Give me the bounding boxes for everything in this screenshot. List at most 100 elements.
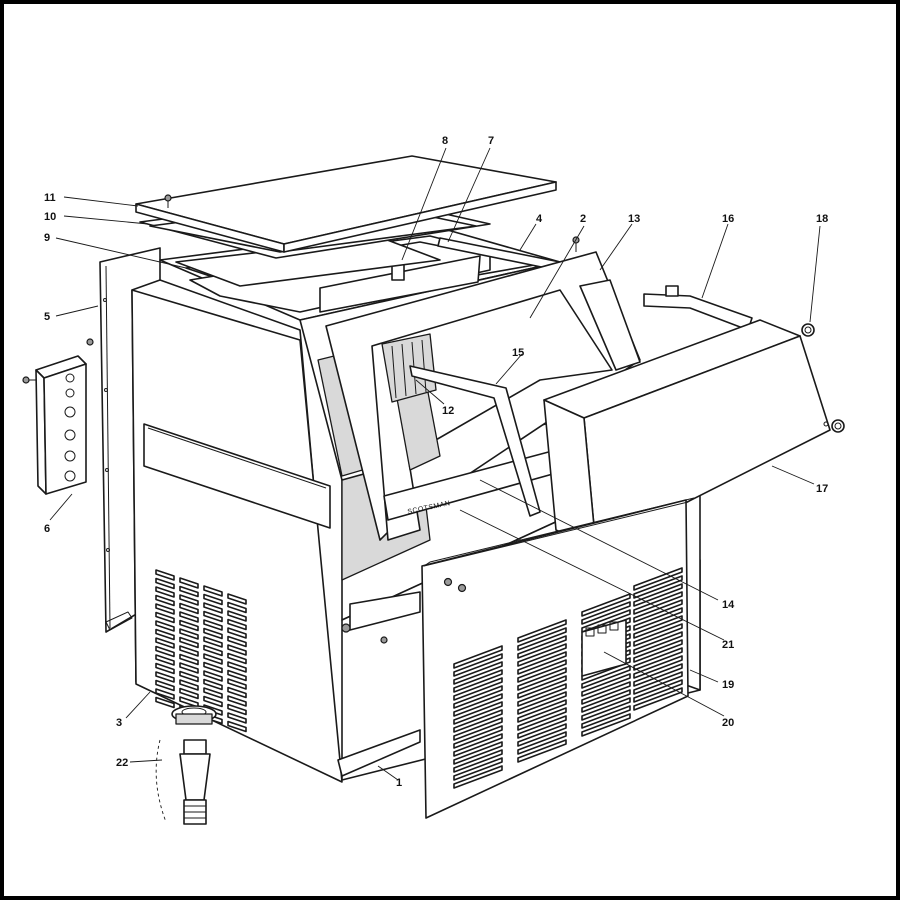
louver-slat (203, 687, 223, 699)
louver-slat (203, 619, 223, 631)
louver-slat (453, 701, 503, 725)
louver-slat (581, 593, 631, 617)
callout-5: 5 (44, 311, 50, 323)
callout-20: 20 (722, 717, 734, 729)
louver-slat (581, 673, 631, 697)
louver-slat (155, 603, 175, 615)
louver-slat (633, 687, 683, 711)
louver-slat (517, 691, 567, 715)
louver-slat (581, 609, 631, 633)
louver-slat (517, 635, 567, 659)
louver-slat (179, 636, 199, 649)
side-louvers (155, 569, 247, 733)
louver-slat (517, 627, 567, 651)
louver-slat (155, 620, 175, 632)
louver-slat (517, 659, 567, 683)
louver-slat (453, 749, 503, 773)
louver-slat (517, 699, 567, 723)
callout-17: 17 (816, 483, 828, 495)
louver-slat (517, 643, 567, 667)
louver-slat (633, 647, 683, 671)
louver-slat (633, 639, 683, 663)
louver-slat (203, 636, 223, 648)
louver-slat (517, 651, 567, 675)
louver-slat (155, 679, 175, 692)
part-17-door (543, 319, 831, 549)
louver-slat (581, 705, 631, 729)
louver-slat (453, 765, 503, 789)
leader-lines (49, 147, 821, 781)
louver-slat (517, 619, 567, 643)
callout-4: 4 (536, 213, 543, 225)
louver-slat (633, 655, 683, 679)
louver-slat (155, 628, 175, 641)
callout-10: 10 (44, 211, 56, 223)
louver-slat (155, 611, 175, 624)
callout-8: 8 (442, 135, 448, 147)
louver-slat (179, 577, 199, 589)
callout-15: 15 (512, 347, 524, 359)
louver-slat (517, 675, 567, 699)
louver-slat (227, 661, 247, 673)
part-16-hinge-rail (643, 285, 753, 331)
louver-slat (155, 654, 175, 666)
louver-slat (155, 645, 175, 658)
louver-slat (453, 725, 503, 749)
louver-slat (227, 703, 247, 716)
louver-slat (227, 686, 247, 699)
louver-slat (581, 713, 631, 737)
louver-slat (179, 602, 199, 615)
louver-slat (517, 667, 567, 691)
louver-slat (453, 693, 503, 717)
callout-11: 11 (44, 192, 56, 204)
louver-slat (633, 631, 683, 655)
louver-slat (203, 627, 223, 640)
front-louvers (453, 567, 683, 789)
louver-slat (179, 679, 199, 691)
louver-slat (633, 575, 683, 599)
louver-slat (581, 689, 631, 713)
louver-slat (155, 594, 175, 607)
louver-slat (227, 593, 247, 605)
louver-slat (155, 586, 175, 598)
louver-slat (453, 733, 503, 757)
louver-slat (179, 585, 199, 598)
louver-slat (517, 731, 567, 755)
louver-slat (203, 695, 223, 708)
louver-slat (581, 665, 631, 689)
louver-slat (155, 569, 175, 581)
louver-slat (453, 709, 503, 733)
louver-slat (227, 669, 247, 682)
louver-slat (453, 661, 503, 685)
louver-slat (179, 628, 199, 640)
louver-slat (227, 678, 247, 690)
louver-slat (203, 661, 223, 674)
louver-slat (203, 610, 223, 623)
callout-labels: 1 2 3 4 5 6 7 8 9 10 11 12 13 14 15 16 1… (44, 135, 828, 789)
callout-14: 14 (722, 599, 735, 611)
louver-slat (155, 671, 175, 683)
louver-slat (179, 653, 199, 666)
louver-slat (633, 623, 683, 647)
louver-slat (155, 662, 175, 675)
louver-slat (633, 615, 683, 639)
louver-slat (227, 695, 247, 707)
louver-slat (633, 679, 683, 703)
callout-3: 3 (116, 717, 122, 729)
louver-slat (203, 593, 223, 606)
louver-slat (453, 677, 503, 701)
callout-13: 13 (628, 213, 640, 225)
louver-slat (633, 671, 683, 695)
louver-slat (155, 577, 175, 590)
part-19-front-panel (421, 497, 695, 819)
louver-slat (155, 696, 175, 709)
louver-slat (453, 685, 503, 709)
louver-slat (179, 594, 199, 606)
part-22-water-fitting (155, 705, 217, 825)
louver-slat (179, 662, 199, 674)
louver-slat (203, 602, 223, 614)
callout-1: 1 (396, 777, 402, 789)
part-11-top-lid (135, 155, 557, 253)
louver-slat (203, 670, 223, 682)
